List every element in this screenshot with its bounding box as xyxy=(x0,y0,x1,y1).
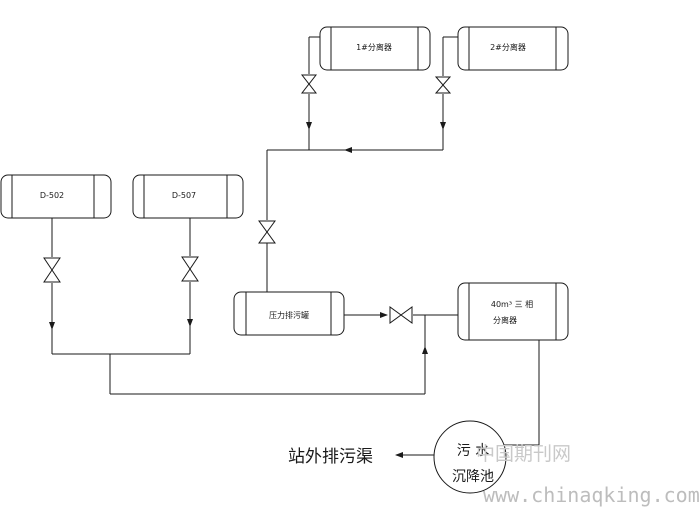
valve-icon xyxy=(389,306,413,324)
separator-1-label: 1#分离器 xyxy=(356,42,392,52)
watermark-text: 中国期刊网 xyxy=(476,443,571,465)
separator-1-vessel: 1#分离器 xyxy=(319,26,431,71)
vessel-d502: D-502 xyxy=(0,174,112,219)
valve-icon xyxy=(258,220,276,244)
vessel-d507: D-507 xyxy=(132,174,244,219)
watermark-url: www.chinaqking.com xyxy=(483,483,700,507)
three-phase-separator-label-1: 40m³ 三 相 xyxy=(491,299,533,309)
vessel-d502-label: D-502 xyxy=(40,191,64,200)
separator-2-vessel: 2#分离器 xyxy=(457,26,569,71)
valve-icon xyxy=(434,76,452,94)
settling-pit-label-2: 沉降池 xyxy=(452,469,494,485)
valve-icon xyxy=(300,74,318,94)
settling-pit-label-1: 污 水 xyxy=(457,443,489,459)
drain-collection-piping xyxy=(49,218,428,395)
separator-2-label: 2#分离器 xyxy=(490,42,526,52)
pressure-drain-tank-label: 压力排污罐 xyxy=(269,310,309,320)
separator-header-piping xyxy=(266,36,458,292)
vessel-d507-label: D-507 xyxy=(172,191,196,200)
pressure-drain-tank: 压力排污罐 xyxy=(233,291,345,336)
settling-pit: 污 水 沉降池 xyxy=(433,420,507,494)
valve-icon xyxy=(181,256,199,282)
valve-icon xyxy=(43,257,61,283)
three-phase-separator-label-2: 分离器 xyxy=(493,315,517,325)
outlet-label: 站外排污渠 xyxy=(288,447,373,467)
three-phase-separator: 40m³ 三 相 分离器 xyxy=(457,282,569,341)
pit-piping xyxy=(395,340,540,458)
